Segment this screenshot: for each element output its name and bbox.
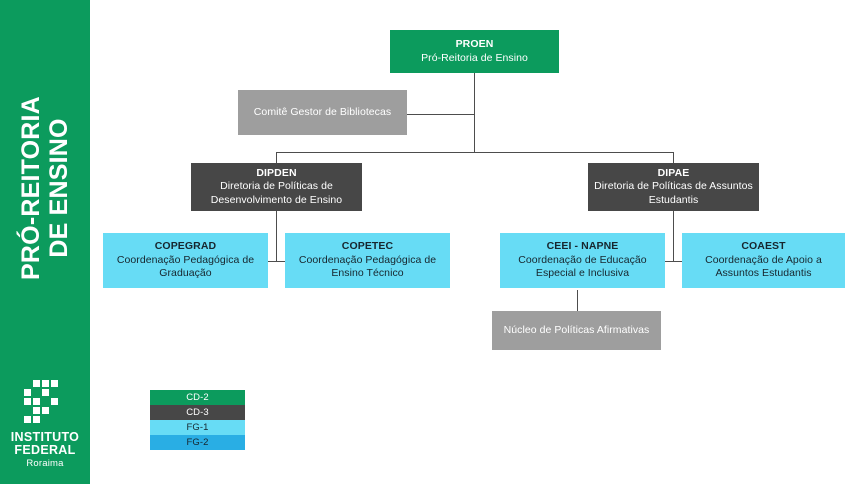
node-proen[interactable]: PROEN Pró-Reitoria de Ensino: [390, 30, 559, 73]
node-comite-gestor-bibliotecas[interactable]: Comitê Gestor de Bibliotecas: [238, 90, 407, 135]
org-chart: PROEN Pró-Reitoria de Ensino Comitê Gest…: [90, 0, 855, 484]
connector-ceei-nucleo: [577, 290, 578, 311]
node-nucleo-politicas-afirmativas-description: Núcleo de Políticas Afirmativas: [503, 323, 650, 336]
node-copetec-description: Coordenação Pedagógica de Ensino Técnico: [298, 253, 437, 280]
node-ceei-napne-description: Coordenação de Educação Especial e Inclu…: [518, 253, 647, 280]
node-dipden-acronym: DIPDEN: [256, 166, 297, 179]
connector-dipae-children-bar: [665, 261, 682, 262]
node-coaest-description: Coordenação de Apoio a Assuntos Estudant…: [705, 253, 822, 280]
node-coaest[interactable]: COAEST Coordenação de Apoio a Assuntos E…: [682, 233, 845, 288]
connector-proen-stem: [474, 72, 475, 152]
connector-dipden-children-bar: [268, 261, 285, 262]
logo-line-roraima: Roraima: [26, 457, 64, 469]
connector-level2-bar: [276, 152, 673, 153]
legend-item-fg-2: FG-2: [150, 435, 245, 450]
node-dipden[interactable]: DIPDEN Diretoria de Políticas de Desenvo…: [191, 163, 362, 211]
legend: CD-2 CD-3 FG-1 FG-2: [150, 390, 245, 450]
node-copegrad-acronym: COPEGRAD: [154, 240, 217, 253]
legend-item-cd-2: CD-2: [150, 390, 245, 405]
node-ceei-napne[interactable]: CEEI - NAPNE Coordenação de Educação Esp…: [500, 233, 665, 288]
node-proen-acronym: PROEN: [455, 38, 494, 51]
node-dipden-description: Diretoria de Políticas de Desenvolviment…: [210, 180, 343, 206]
node-dipae[interactable]: DIPAE Diretoria de Políticas de Assuntos…: [588, 163, 759, 211]
sidebar: PRÓ-REITORIA DE ENSINO I: [0, 0, 90, 484]
node-dipae-description: Diretoria de Políticas de Assuntos Estud…: [594, 180, 753, 206]
node-copegrad-description: Coordenação Pedagógica de Graduação: [116, 253, 255, 280]
connector-dipden-drop: [276, 152, 277, 163]
node-dipae-acronym: DIPAE: [657, 166, 690, 179]
connector-comite-gestor: [407, 114, 475, 115]
connector-dipae-stem: [673, 211, 674, 261]
node-copetec[interactable]: COPETEC Coordenação Pedagógica de Ensino…: [285, 233, 450, 288]
node-comite-gestor-bibliotecas-description: Comitê Gestor de Bibliotecas: [253, 105, 392, 118]
node-copegrad[interactable]: COPEGRAD Coordenação Pedagógica de Gradu…: [103, 233, 268, 288]
connector-dipae-drop: [673, 152, 674, 163]
node-copetec-acronym: COPETEC: [341, 240, 394, 253]
logo-line-federal: FEDERAL: [14, 442, 76, 457]
connector-dipden-stem: [276, 211, 277, 261]
node-ceei-napne-acronym: CEEI - NAPNE: [546, 240, 619, 253]
legend-item-cd-3: CD-3: [150, 405, 245, 420]
legend-item-fg-1: FG-1: [150, 420, 245, 435]
node-nucleo-politicas-afirmativas[interactable]: Núcleo de Políticas Afirmativas: [492, 311, 661, 350]
sidebar-title: PRÓ-REITORIA DE ENSINO: [17, 96, 73, 280]
instituto-federal-logo-icon: [24, 380, 58, 424]
node-coaest-acronym: COAEST: [741, 240, 786, 253]
node-proen-description: Pró-Reitoria de Ensino: [421, 51, 528, 64]
logo-block: INSTITUTO FEDERAL Roraima: [0, 380, 90, 470]
logo-line-instituto: INSTITUTO: [10, 430, 80, 445]
